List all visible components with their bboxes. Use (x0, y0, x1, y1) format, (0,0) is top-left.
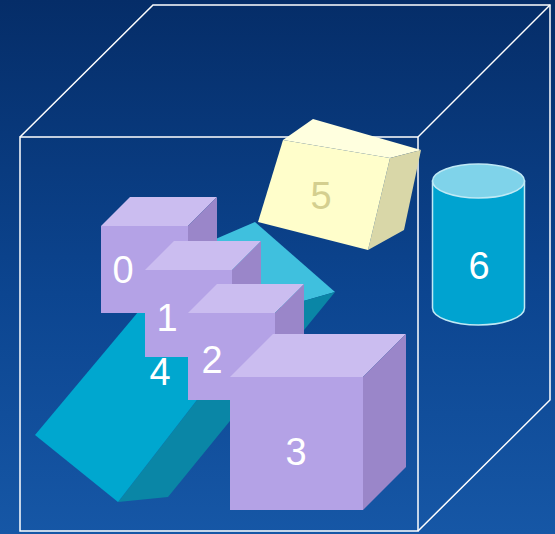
cylinder-shape: 6 (430, 160, 528, 330)
shape-face (230, 377, 363, 510)
cylinder-body (433, 181, 525, 325)
cube-shape: 3 (229, 334, 407, 519)
shape-number: 6 (468, 247, 489, 285)
shape-face (363, 334, 406, 510)
shape-face (258, 140, 390, 250)
box-outline (255, 118, 425, 253)
shape-number: 3 (285, 433, 306, 471)
box-shape: 5 (255, 118, 425, 253)
cylinder-top (433, 164, 525, 198)
cube-outline (229, 334, 407, 519)
shape-number: 2 (201, 341, 222, 379)
cylinder-outline (430, 160, 528, 330)
shape-number: 1 (156, 299, 177, 337)
shape-number: 0 (112, 251, 133, 289)
shape-number: 5 (310, 177, 331, 215)
shape-number: 4 (149, 353, 170, 391)
